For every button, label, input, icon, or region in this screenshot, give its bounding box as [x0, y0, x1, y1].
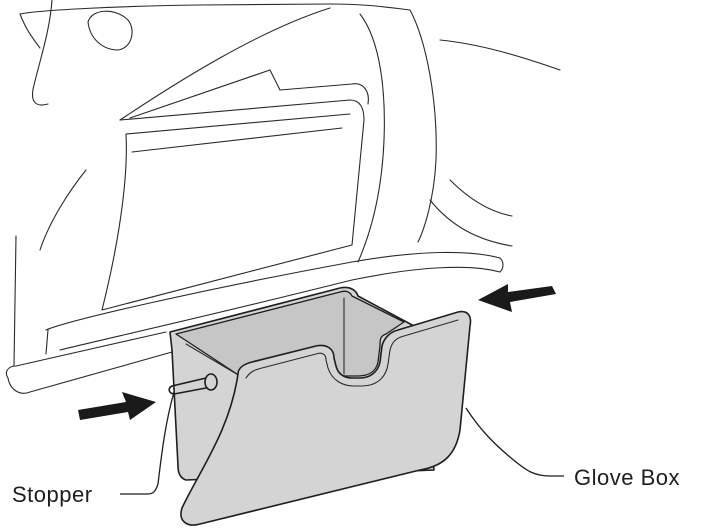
dashboard-outline	[5, 0, 561, 394]
glove-box-leader	[465, 407, 564, 477]
arrow-left-icon	[478, 284, 556, 312]
glove-box-label: Glove Box	[574, 465, 680, 490]
stopper-label: Stopper	[12, 482, 93, 507]
glove-box	[168, 286, 472, 526]
leader-lines	[120, 391, 564, 495]
stopper-leader	[120, 391, 175, 495]
arrow-right-icon	[78, 392, 156, 420]
push-arrows	[78, 284, 556, 420]
